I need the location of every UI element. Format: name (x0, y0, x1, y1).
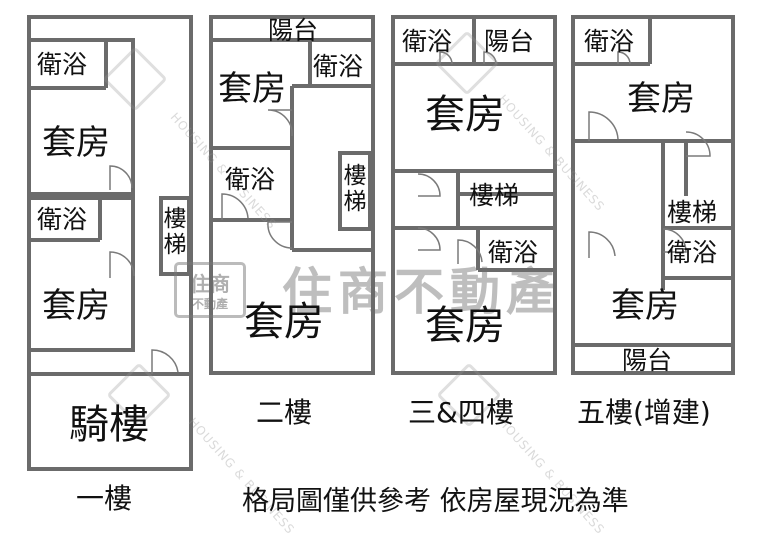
f2-bath2-label: 衛浴 (225, 165, 276, 194)
f1-caption: 一樓 (76, 482, 133, 515)
f34-stairs-label: 樓梯 (469, 181, 520, 210)
plan-floor-5 (571, 15, 735, 375)
f5-balcony-label: 陽台 (622, 346, 673, 375)
f34-caption: 三&四樓 (408, 396, 514, 429)
disclaimer-note: 格局圖僅供參考 依房屋現況為準 (242, 486, 629, 517)
f2-caption: 二樓 (256, 396, 313, 429)
f34-suite2-label: 套房 (425, 303, 505, 349)
f5-suite-label: 套房 (627, 79, 695, 119)
f5-stairs-label: 樓梯 (667, 198, 718, 227)
f34-bath-label: 衛浴 (402, 27, 453, 56)
f2-stairs-label: 樓梯 (343, 163, 367, 216)
f2-suite2-label: 套房 (244, 299, 324, 345)
f1-arcade-label: 騎樓 (69, 402, 149, 448)
watermark-logo-box: 住商 不動產 (174, 262, 246, 318)
f5-bath2-label: 衛浴 (667, 238, 718, 267)
f5-caption: 五樓(增建) (577, 396, 711, 429)
f1-bath2-label: 衛浴 (37, 205, 88, 234)
watermark-company-name: 住商不動產 (282, 263, 562, 321)
f5-suite2-label: 套房 (611, 286, 679, 326)
f1-suite-label: 套房 (42, 123, 110, 163)
f1-stairs-label: 樓梯 (163, 206, 187, 259)
f5-bath-label: 衛浴 (584, 27, 635, 56)
f34-balcony-label: 陽台 (484, 27, 535, 56)
watermark-logo-top: 住商 (190, 272, 230, 296)
f2-suite-label: 套房 (218, 69, 286, 109)
plan-floor-3-4 (391, 15, 557, 375)
watermark-logo-bottom: 不動產 (191, 297, 228, 311)
f34-bath2-label: 衛浴 (488, 238, 539, 267)
plan-floor-1 (27, 15, 193, 471)
plan-floor-2 (209, 15, 375, 375)
f34-suite-label: 套房 (425, 92, 505, 138)
f2-bath1-label: 衛浴 (313, 52, 364, 81)
f2-balcony-label: 陽台 (268, 16, 319, 45)
f1-bath-label: 衛浴 (37, 50, 88, 79)
f1-suite2-label: 套房 (42, 286, 110, 326)
